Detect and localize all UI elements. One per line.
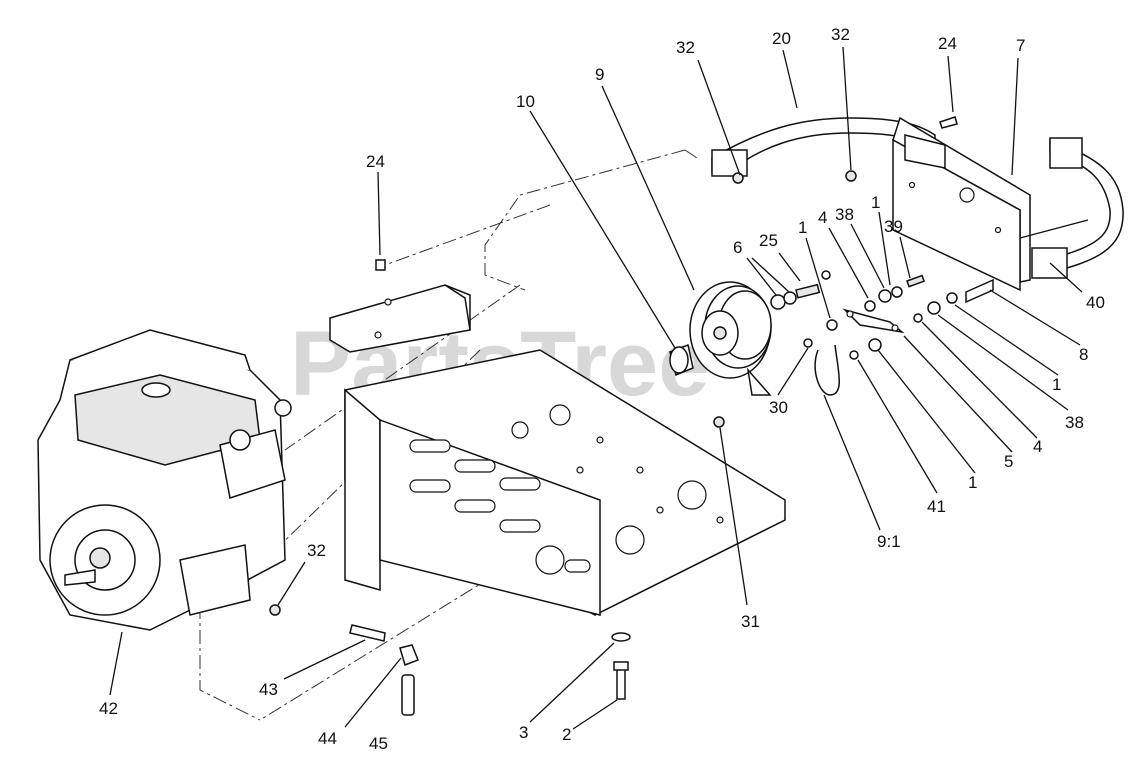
callout-4-b: 4 <box>1033 437 1042 456</box>
callout-7: 7 <box>1016 36 1025 55</box>
callout-1-d: 1 <box>968 473 977 492</box>
misc-fasteners <box>269 116 958 616</box>
callout-24-b: 24 <box>366 152 385 171</box>
wire-harness-part-9-1 <box>803 338 840 396</box>
callout-44: 44 <box>318 729 337 748</box>
callout-32-c: 32 <box>307 541 326 560</box>
leader-lines <box>109 46 1083 730</box>
callout-8: 8 <box>1079 345 1088 364</box>
clutch-hardware <box>770 270 831 310</box>
callout-41: 41 <box>927 497 946 516</box>
callout-39: 39 <box>884 217 903 236</box>
callout-20: 20 <box>772 29 791 48</box>
callout-6: 6 <box>733 238 742 257</box>
callout-32-a: 32 <box>676 38 695 57</box>
callout-38-b: 38 <box>1065 413 1084 432</box>
callout-10: 10 <box>516 92 535 111</box>
callout-3: 3 <box>519 723 528 742</box>
callout-5: 5 <box>1004 452 1013 471</box>
callout-32-b: 32 <box>831 25 850 44</box>
callout-40: 40 <box>1086 293 1105 312</box>
callout-43: 43 <box>259 680 278 699</box>
callout-24-a: 24 <box>938 34 957 53</box>
callout-9-1: 9:1 <box>877 532 901 551</box>
callout-1-a: 1 <box>798 218 807 237</box>
engine-deck-frame <box>344 349 786 616</box>
spacer-part-10 <box>669 343 694 377</box>
engine-mount-bracket <box>329 284 471 353</box>
mounting-plate-part-7 <box>892 116 1031 292</box>
lower-fasteners <box>349 624 631 716</box>
rear-bumper-part-20 <box>711 117 936 177</box>
callout-30: 30 <box>769 398 788 417</box>
engine-part-42 <box>37 329 292 631</box>
callout-4-a: 4 <box>818 208 827 227</box>
callout-1-c: 1 <box>1052 375 1061 394</box>
callout-45: 45 <box>369 734 388 753</box>
electric-clutch-part-9 <box>689 281 772 396</box>
callout-2: 2 <box>562 725 571 744</box>
callout-1-b: 1 <box>871 193 880 212</box>
callout-31: 31 <box>741 612 760 631</box>
callout-25: 25 <box>759 231 778 250</box>
callout-38-a: 38 <box>835 205 854 224</box>
right-bumper-part-40 <box>1019 137 1124 279</box>
idler-arm-part-5 <box>826 274 994 360</box>
callout-9: 9 <box>595 65 604 84</box>
callout-labels: 32 20 32 24 7 9 10 24 6 25 1 4 38 1 39 4… <box>99 25 1105 753</box>
callout-42: 42 <box>99 699 118 718</box>
